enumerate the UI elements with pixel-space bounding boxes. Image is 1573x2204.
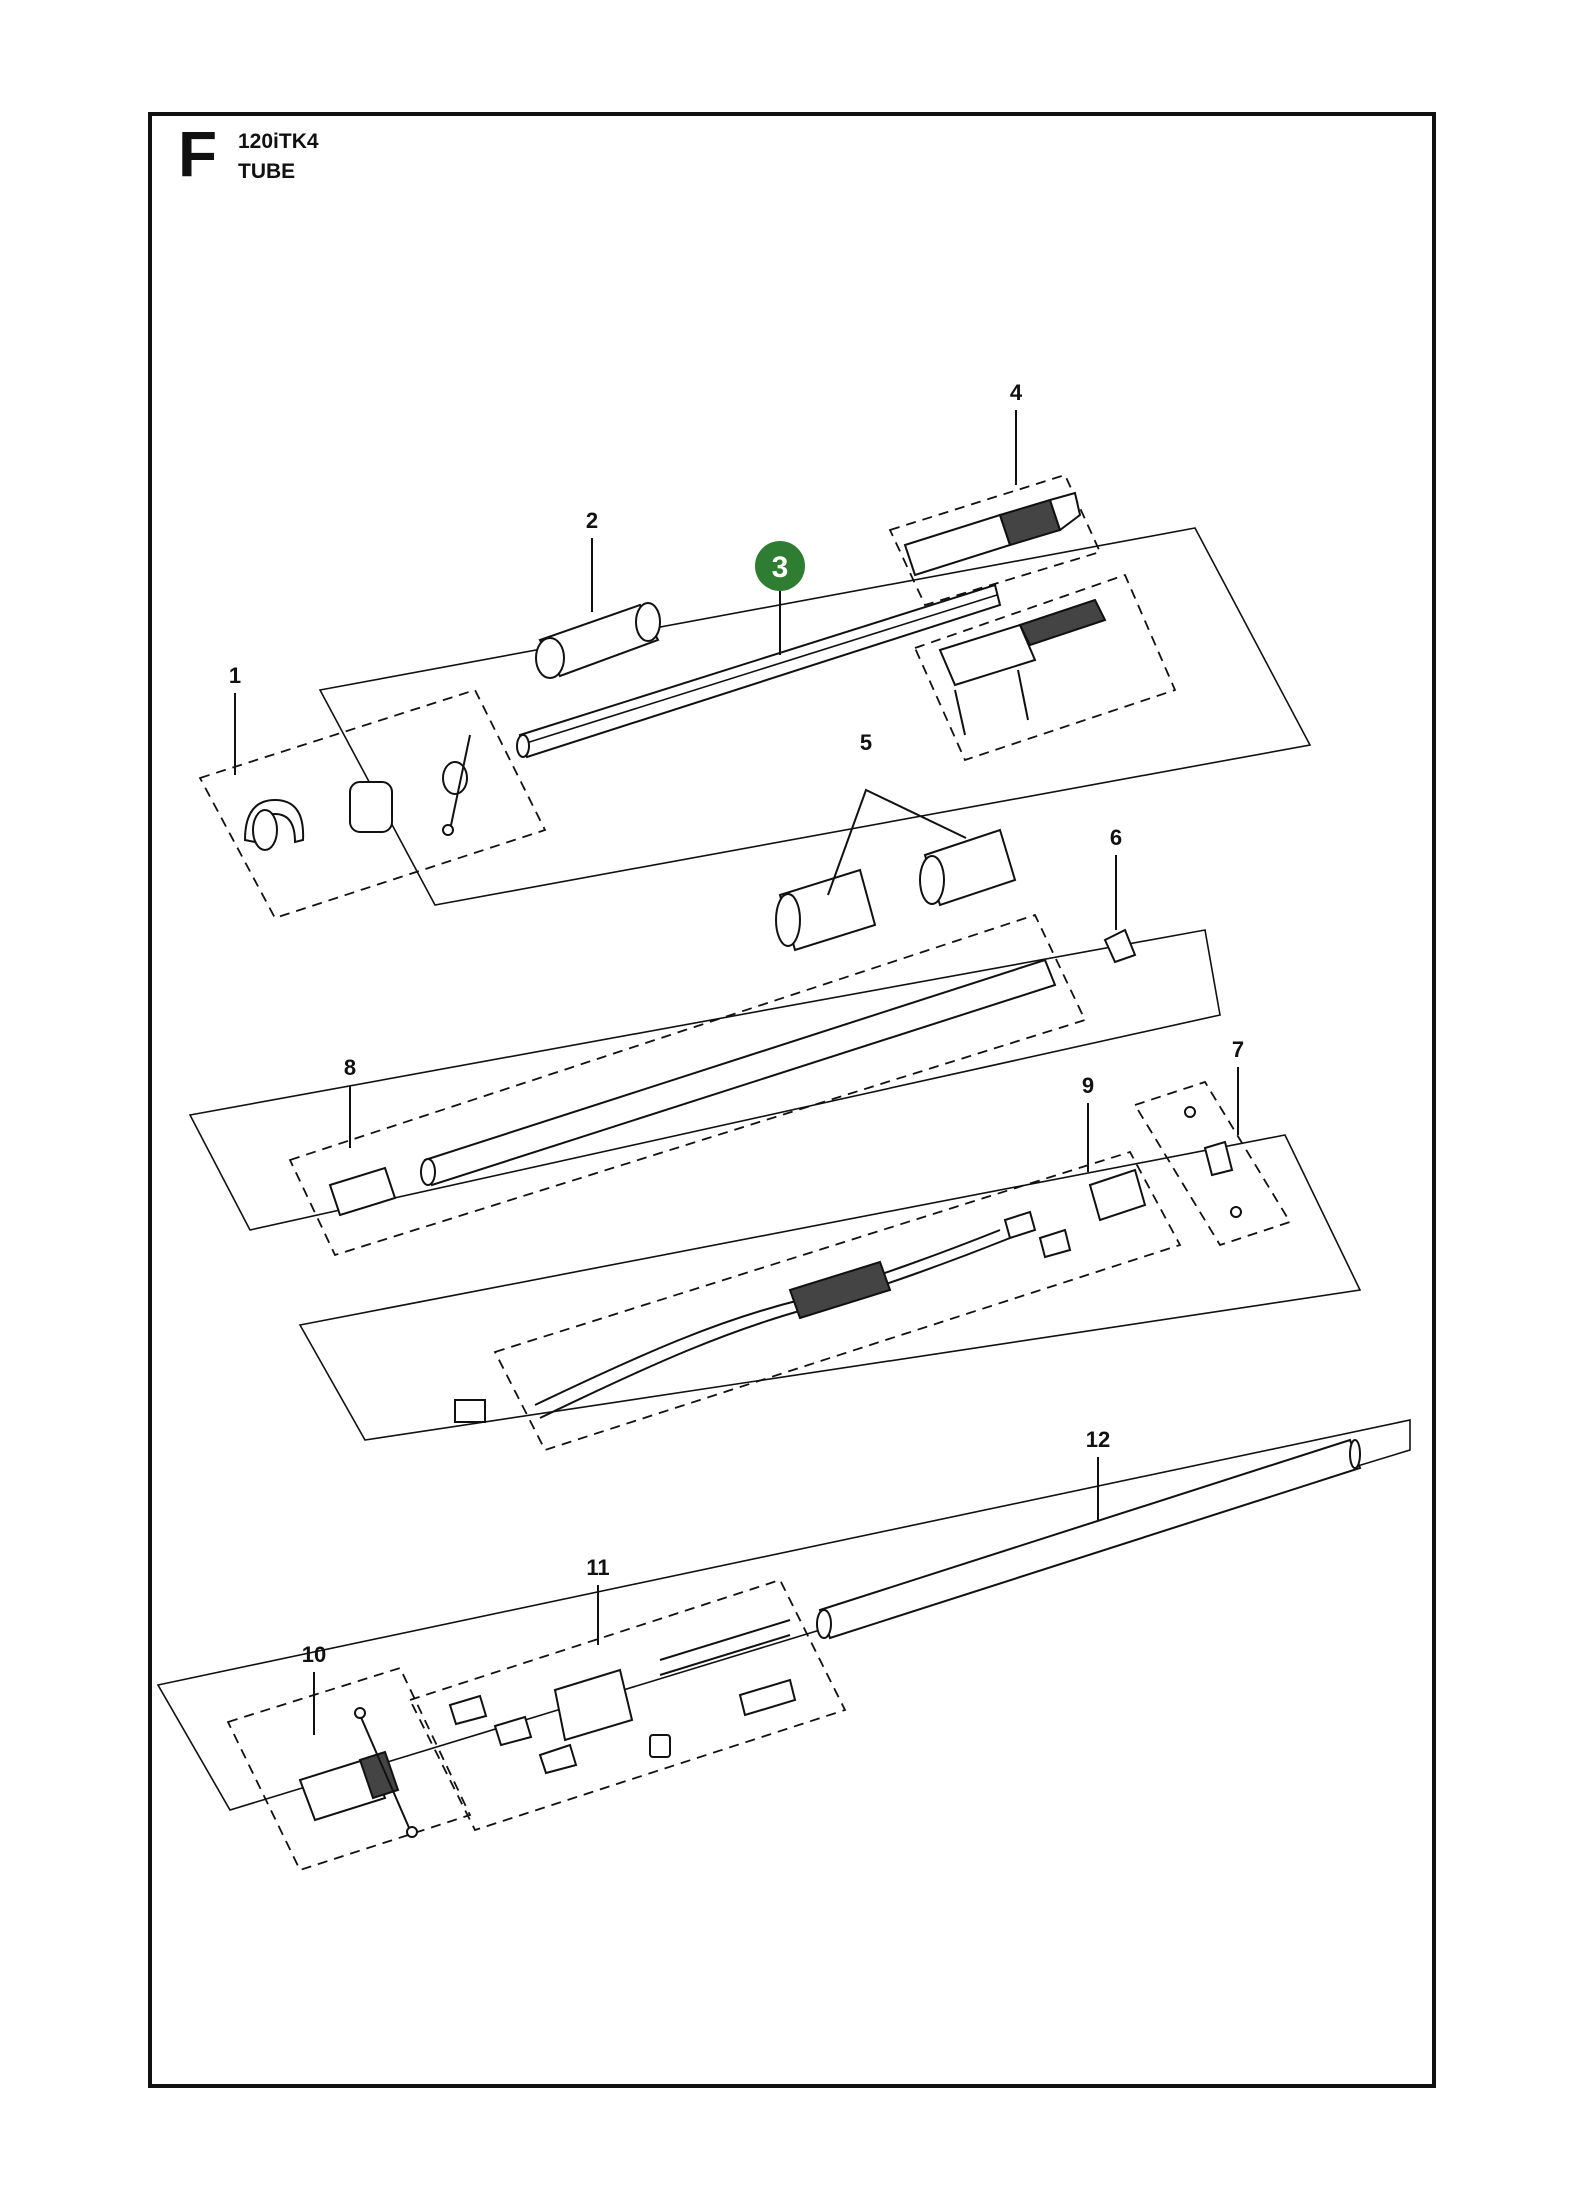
nut [442, 824, 454, 836]
callout-2: 2 [586, 508, 598, 533]
assembly-plane-upper [318, 527, 1312, 906]
group-1-box [198, 688, 547, 920]
group-handle-box [913, 573, 1177, 762]
clamp-ring-side [252, 809, 278, 851]
group-8-box [288, 913, 1087, 1257]
group-9-box [493, 1150, 1182, 1452]
part-6-end-cap [1103, 928, 1137, 964]
model-name: 120iTK4 [238, 130, 319, 153]
callout-6: 6 [1110, 825, 1122, 850]
part-10-end-coupler [298, 1707, 418, 1838]
part-12-lower-tube [816, 1438, 1362, 1640]
part-3-upper-tube [516, 583, 1002, 759]
part-5-grip-right [919, 828, 1017, 907]
part-7-clip [1184, 1106, 1242, 1218]
section-letter: F [178, 118, 218, 190]
callout-10: 10 [302, 1642, 326, 1667]
assembly-plane-bottom [156, 1419, 1411, 1811]
part-2-sleeve [535, 602, 661, 679]
callout-11: 11 [586, 1555, 609, 1580]
part-5-grip-left [775, 868, 877, 952]
group-10-box [226, 1666, 472, 1872]
callout-12: 12 [1086, 1427, 1110, 1452]
callout-8: 8 [344, 1055, 356, 1080]
callout-3: 3 [772, 551, 789, 584]
clamp-screw-head [442, 761, 468, 795]
part-8-mid-tube [328, 958, 1057, 1217]
diagram-frame [148, 112, 1436, 2088]
assembly-plane-lower [298, 1134, 1362, 1441]
collar [349, 781, 393, 833]
part-4-coupler [903, 491, 1082, 577]
group-4-box [888, 473, 1102, 607]
callout-5: 5 [860, 730, 872, 755]
part-9-wire-harness [534, 1168, 1147, 1419]
handle-housing [938, 598, 1107, 736]
assembly-plane-mid [188, 929, 1221, 1231]
section-title: TUBE [238, 160, 296, 183]
callout-9: 9 [1082, 1073, 1094, 1098]
connector-block [454, 1399, 486, 1423]
group-11-box [408, 1578, 847, 1832]
callout-1: 1 [229, 663, 241, 688]
part-11-coupler-set [448, 1619, 797, 1775]
highlight-marker-3 [755, 541, 805, 591]
callout-7: 7 [1232, 1037, 1244, 1062]
leader-5 [827, 788, 967, 896]
callout-4: 4 [1010, 380, 1023, 405]
group-7-box [1133, 1080, 1292, 1247]
